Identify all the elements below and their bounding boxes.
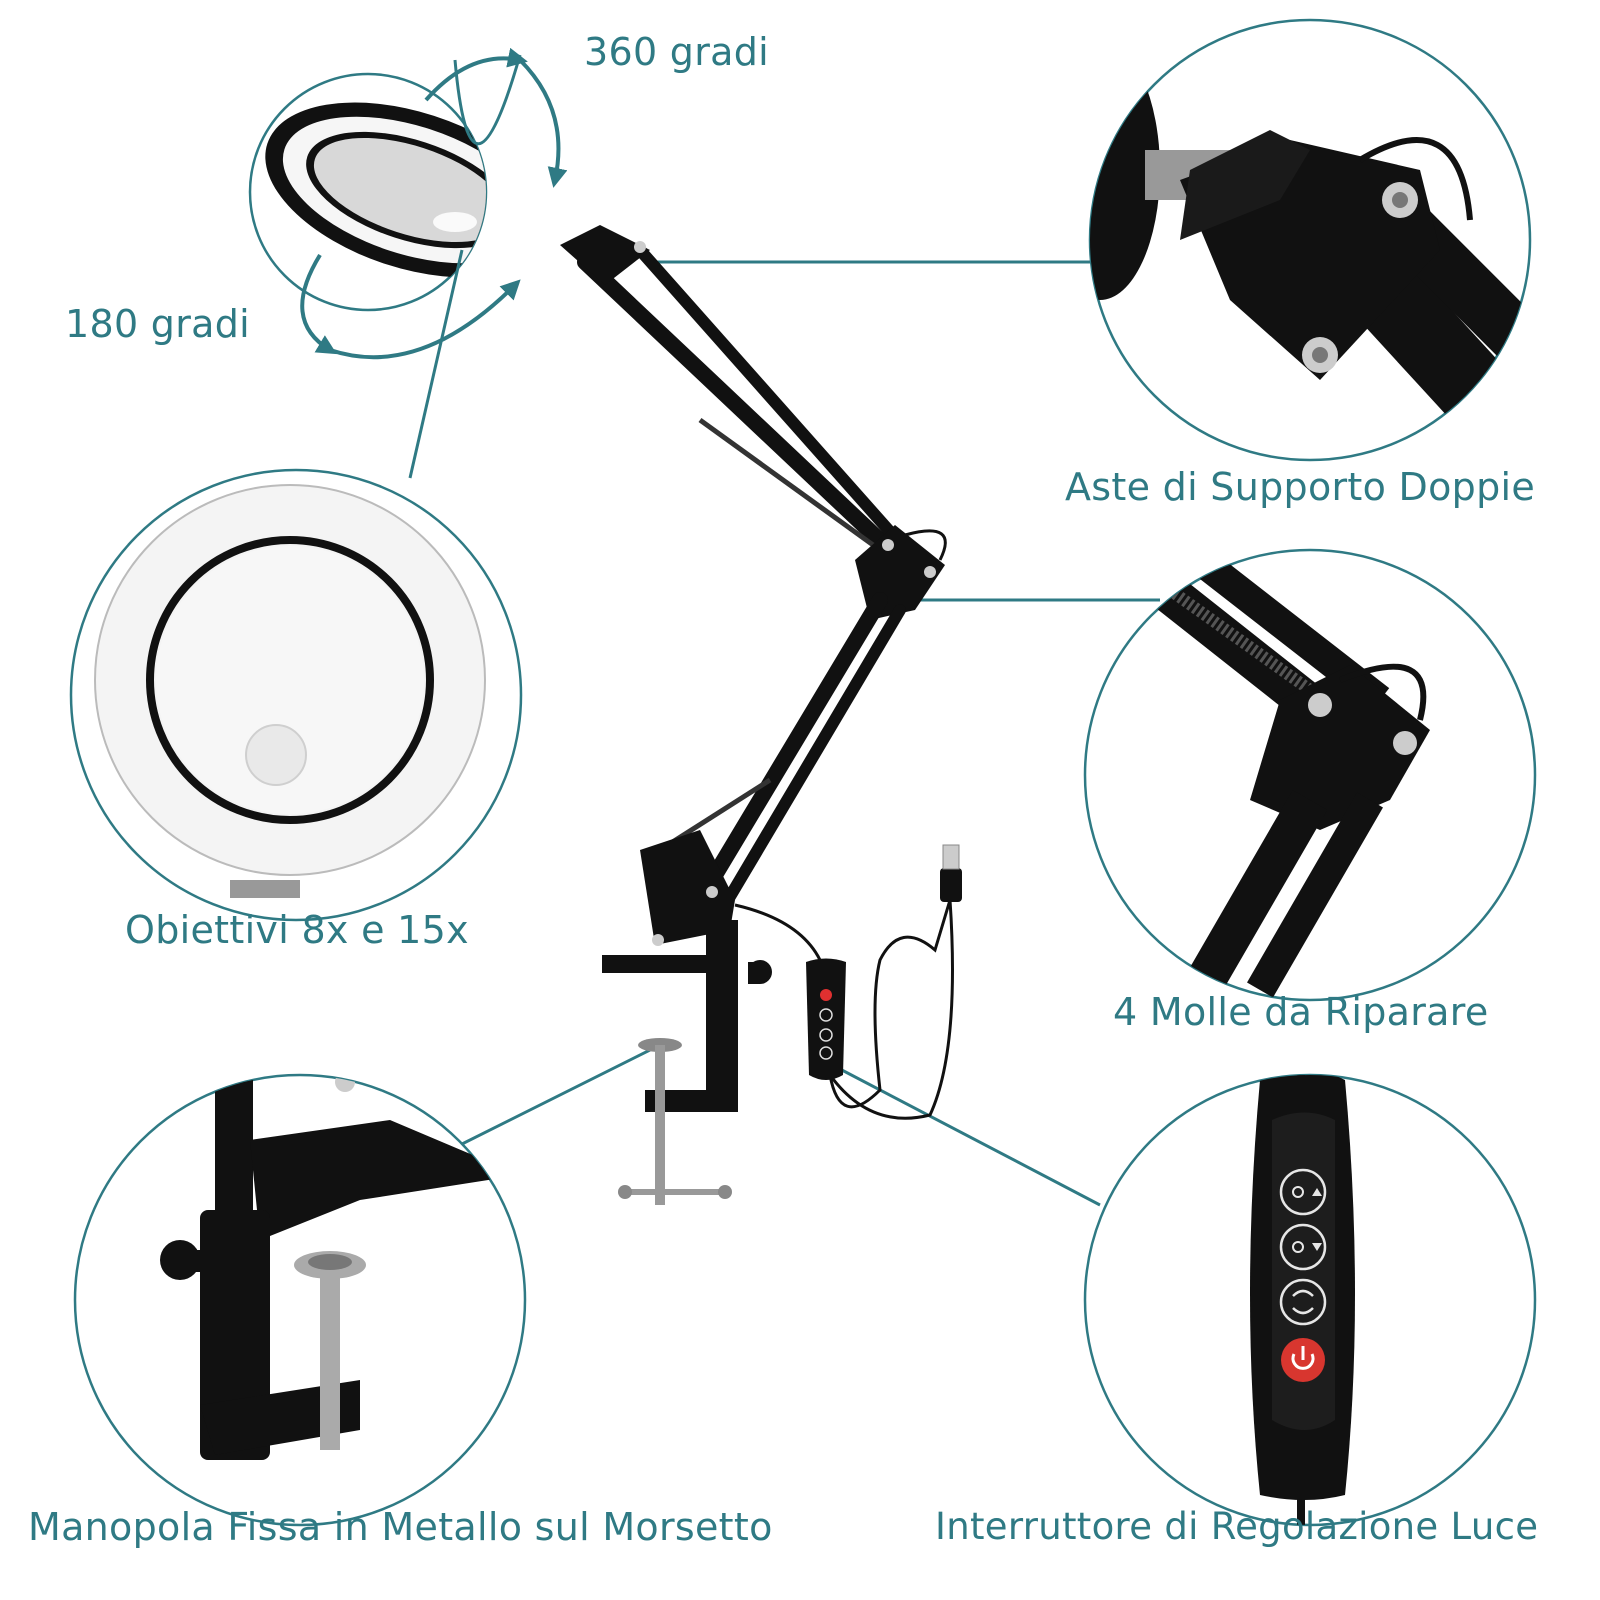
lamp-arm	[560, 225, 947, 1205]
label-rotation-360: 360 gradi	[584, 30, 770, 74]
clamp-knob-detail-circle	[73, 1073, 527, 1527]
label-rotation-180: 180 gradi	[65, 302, 251, 346]
power-icon	[1281, 1338, 1325, 1382]
dimmer-switch-detail-circle	[1083, 1073, 1537, 1527]
rotation-arrow-180-b	[329, 279, 521, 360]
rotation-arrow-360-b	[518, 58, 568, 188]
label-lenses: Obiettivi 8x e 15x	[125, 908, 469, 952]
lamp-cable	[734, 844, 962, 1120]
rotation-arrow-180	[300, 253, 337, 355]
label-clamp-knob: Manopola Fissa in Metallo sul Morsetto	[28, 1505, 773, 1549]
brightness-up-icon	[1279, 1168, 1327, 1216]
rotation-detail-circle	[248, 47, 568, 360]
label-support-rods: Aste di Supporto Doppie	[1065, 465, 1536, 509]
rotation-arrow-360	[424, 47, 528, 102]
springs-detail-circle	[1083, 548, 1537, 1002]
label-springs: 4 Molle da Riparare	[1113, 990, 1489, 1034]
usb-plug-icon	[940, 868, 962, 902]
label-dimmer-switch: Interruttore di Regolazione Luce	[935, 1505, 1539, 1548]
leader-lines	[408, 249, 1160, 1207]
brightness-down-icon	[1279, 1223, 1327, 1271]
support-rods-detail-circle	[1088, 18, 1532, 462]
dimmer-small	[806, 958, 846, 1080]
lens-detail-circle	[69, 468, 523, 922]
color-cycle-icon	[1279, 1278, 1327, 1326]
